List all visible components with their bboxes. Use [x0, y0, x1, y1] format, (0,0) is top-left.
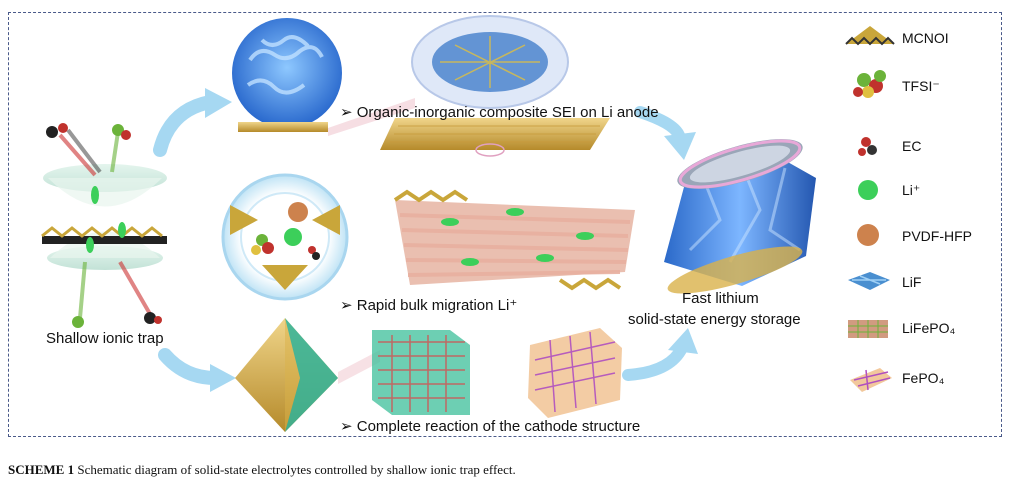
legend-label-mcnoi: MCNOI [902, 30, 949, 46]
mcnoi-layer [41, 226, 167, 244]
caption-text: Schematic diagram of solid-state electro… [77, 462, 516, 477]
legend-label-li-ion: Li⁺ [902, 182, 921, 198]
fepo4-icon [850, 368, 892, 392]
caption-label: SCHEME 1 [8, 462, 75, 477]
arrow-to-cathode [158, 348, 236, 392]
sei-label: Organic-inorganic composite SEI on Li an… [356, 104, 659, 121]
figure-caption: SCHEME 1 Schematic diagram of solid-stat… [8, 462, 516, 478]
bullet-icon: ➢ [340, 297, 353, 314]
sei-figure [232, 15, 610, 157]
bullet-icon: ➢ [340, 418, 353, 435]
result-label-line2: solid-state energy storage [628, 311, 801, 328]
bulk-migration-figure [221, 173, 635, 301]
legend-label-tfsi: TFSI⁻ [902, 78, 940, 94]
legend-label-lif: LiF [902, 274, 922, 290]
mcnoi-icon [845, 26, 895, 46]
legend-label-pvdf-hfp: PVDF-HFP [902, 228, 972, 244]
ec-icon [858, 137, 877, 156]
shallow-ionic-trap-figure [41, 123, 167, 328]
cathode-label: Complete reaction of the cathode structu… [356, 418, 641, 435]
cathode-figure [235, 318, 622, 432]
pvdf-hfp-icon [857, 224, 879, 246]
bulk-migration-label: Rapid bulk migration Li⁺ [356, 297, 518, 314]
cathode-label-row: ➢ Complete reaction of the cathode struc… [340, 417, 640, 435]
legend-label-fepo4: FePO₄ [902, 370, 945, 386]
bullet-icon: ➢ [340, 104, 353, 121]
diagram-frame [8, 12, 1002, 437]
legend-label-lifepo4: LiFePO₄ [902, 320, 956, 336]
lifepo4-icon [848, 320, 888, 338]
result-label-line1: Fast lithium [682, 290, 759, 307]
li-ion-icon [858, 180, 878, 200]
legend-label-ec: EC [902, 138, 922, 154]
tfsi-icon [853, 70, 886, 98]
legend-icons [845, 26, 895, 392]
battery-cylinder [664, 139, 816, 294]
arrow-sei-to-battery [634, 106, 696, 160]
bulk-migration-label-row: ➢ Rapid bulk migration Li⁺ [340, 296, 517, 314]
shallow-ionic-trap-label: Shallow ionic trap [46, 330, 164, 347]
sei-label-row: ➢ Organic-inorganic composite SEI on Li … [340, 103, 659, 121]
lif-icon [848, 272, 890, 290]
arrow-cathode-to-battery [622, 328, 698, 381]
arrow-to-sei [153, 88, 232, 157]
